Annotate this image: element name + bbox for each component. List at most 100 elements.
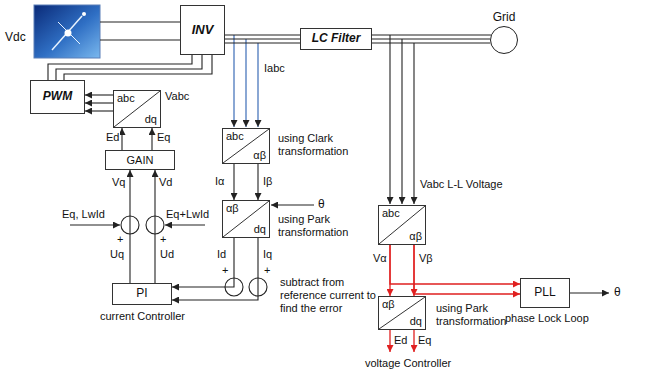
connector-line bbox=[372, 42, 490, 43]
transform-box: abcαβ bbox=[222, 128, 270, 164]
connector-line bbox=[154, 170, 155, 283]
panel-glint bbox=[82, 12, 86, 16]
connector-line bbox=[233, 164, 234, 200]
transform-box: abcαβ bbox=[378, 205, 426, 245]
pwm-box: PWM bbox=[30, 80, 85, 114]
node-label: GAIN bbox=[127, 154, 154, 167]
output-frame: dq bbox=[145, 113, 157, 126]
voltage-outputs bbox=[390, 330, 414, 352]
edge-label: Iα bbox=[214, 175, 225, 188]
panel-glint bbox=[58, 22, 80, 44]
signal-label: Iabc bbox=[264, 62, 285, 75]
note-text: using Park transformation bbox=[436, 302, 521, 328]
signal-label: Vabc bbox=[165, 90, 189, 103]
edge-label: Vβ bbox=[418, 252, 434, 265]
connector bbox=[172, 238, 234, 287]
connector-line bbox=[414, 245, 520, 294]
signal-label: θ bbox=[614, 285, 621, 299]
gain-box: GAIN bbox=[105, 150, 175, 170]
note-text: subtract from reference current to find … bbox=[280, 276, 378, 316]
connector-line bbox=[172, 238, 234, 287]
edge-label: Ed bbox=[105, 131, 120, 144]
diagonal-line bbox=[223, 129, 269, 163]
connector-line bbox=[121, 128, 122, 150]
node-label: LC Filter bbox=[312, 32, 361, 46]
edge-label: Id bbox=[216, 248, 227, 261]
connector bbox=[122, 128, 123, 150]
edge-label: Iβ bbox=[262, 175, 273, 188]
diagonal-line bbox=[379, 297, 425, 329]
transform-box: abcdq bbox=[113, 90, 161, 128]
sign-label: + bbox=[117, 233, 123, 246]
output-frame: dq bbox=[410, 315, 422, 328]
grid-circle: Grid bbox=[490, 26, 518, 54]
filter-box: LC Filter bbox=[300, 28, 372, 50]
tap-wire bbox=[233, 35, 234, 127]
solar-panel bbox=[34, 5, 100, 58]
tap-wire bbox=[389, 35, 390, 204]
connector-line bbox=[85, 110, 113, 111]
connector-line bbox=[85, 102, 113, 103]
output-arrow bbox=[389, 330, 390, 352]
node-label: Grid bbox=[493, 11, 516, 25]
dc-wire bbox=[100, 21, 180, 22]
caption-text: current Controller bbox=[100, 310, 185, 323]
dc-wire bbox=[100, 39, 180, 40]
connector-line bbox=[225, 34, 300, 35]
connector bbox=[372, 35, 491, 43]
connector-line bbox=[56, 55, 202, 80]
connector bbox=[225, 35, 300, 43]
feedforward-arrow bbox=[70, 224, 120, 225]
signal-label: Ed bbox=[394, 334, 407, 347]
connector-line bbox=[372, 34, 491, 35]
node-label: PWM bbox=[43, 90, 72, 104]
diagonal-line bbox=[223, 201, 269, 237]
input-frame: abc bbox=[226, 130, 244, 143]
inverter-box: INV bbox=[180, 5, 225, 55]
signal-label: Eq+LwId bbox=[166, 208, 209, 221]
edge-label: Eq bbox=[156, 131, 171, 144]
caption-text: phase Lock Loop bbox=[505, 312, 589, 325]
connector-line bbox=[129, 170, 130, 283]
theta-arrow bbox=[271, 204, 314, 205]
controller-box: PI bbox=[112, 283, 172, 305]
signal-label: Eq, LwId bbox=[62, 208, 105, 221]
tap-wire bbox=[257, 43, 258, 127]
signal-label: Vq bbox=[112, 176, 125, 189]
connector bbox=[85, 95, 113, 111]
input-frame: αβ bbox=[226, 202, 239, 215]
connector bbox=[414, 245, 520, 294]
node-label: PI bbox=[136, 287, 147, 301]
node-label: PLL bbox=[534, 286, 555, 300]
connector-line bbox=[64, 55, 212, 80]
output-frame: dq bbox=[254, 223, 266, 236]
connector bbox=[390, 245, 520, 284]
connector bbox=[130, 170, 131, 283]
input-frame: abc bbox=[382, 207, 400, 220]
pll-box: PLL bbox=[520, 278, 570, 308]
note-text: using Clark transformation bbox=[278, 132, 363, 158]
diagonal-line bbox=[114, 91, 160, 127]
connector bbox=[258, 164, 259, 200]
connector-line bbox=[85, 94, 113, 95]
connector-line bbox=[48, 55, 192, 80]
connector bbox=[48, 55, 212, 80]
sign-label: + bbox=[222, 264, 228, 277]
input-frame: abc bbox=[117, 92, 135, 105]
note-text: using Park transformation bbox=[278, 213, 363, 239]
transform-box: αβ dq bbox=[378, 296, 426, 330]
connector-line bbox=[225, 38, 300, 39]
connector-line bbox=[225, 42, 300, 43]
current-taps bbox=[234, 35, 258, 127]
dc-wires bbox=[100, 22, 180, 40]
sign-label: + bbox=[160, 233, 166, 246]
diagonal-line bbox=[379, 206, 425, 244]
connector bbox=[155, 170, 156, 283]
transform-box: αβ dq bbox=[222, 200, 270, 238]
input-frame: αβ bbox=[382, 298, 395, 311]
panel-body bbox=[34, 5, 100, 58]
connector bbox=[172, 238, 258, 300]
signal-label: Ud bbox=[160, 248, 174, 261]
signal-label: Vd bbox=[159, 176, 172, 189]
